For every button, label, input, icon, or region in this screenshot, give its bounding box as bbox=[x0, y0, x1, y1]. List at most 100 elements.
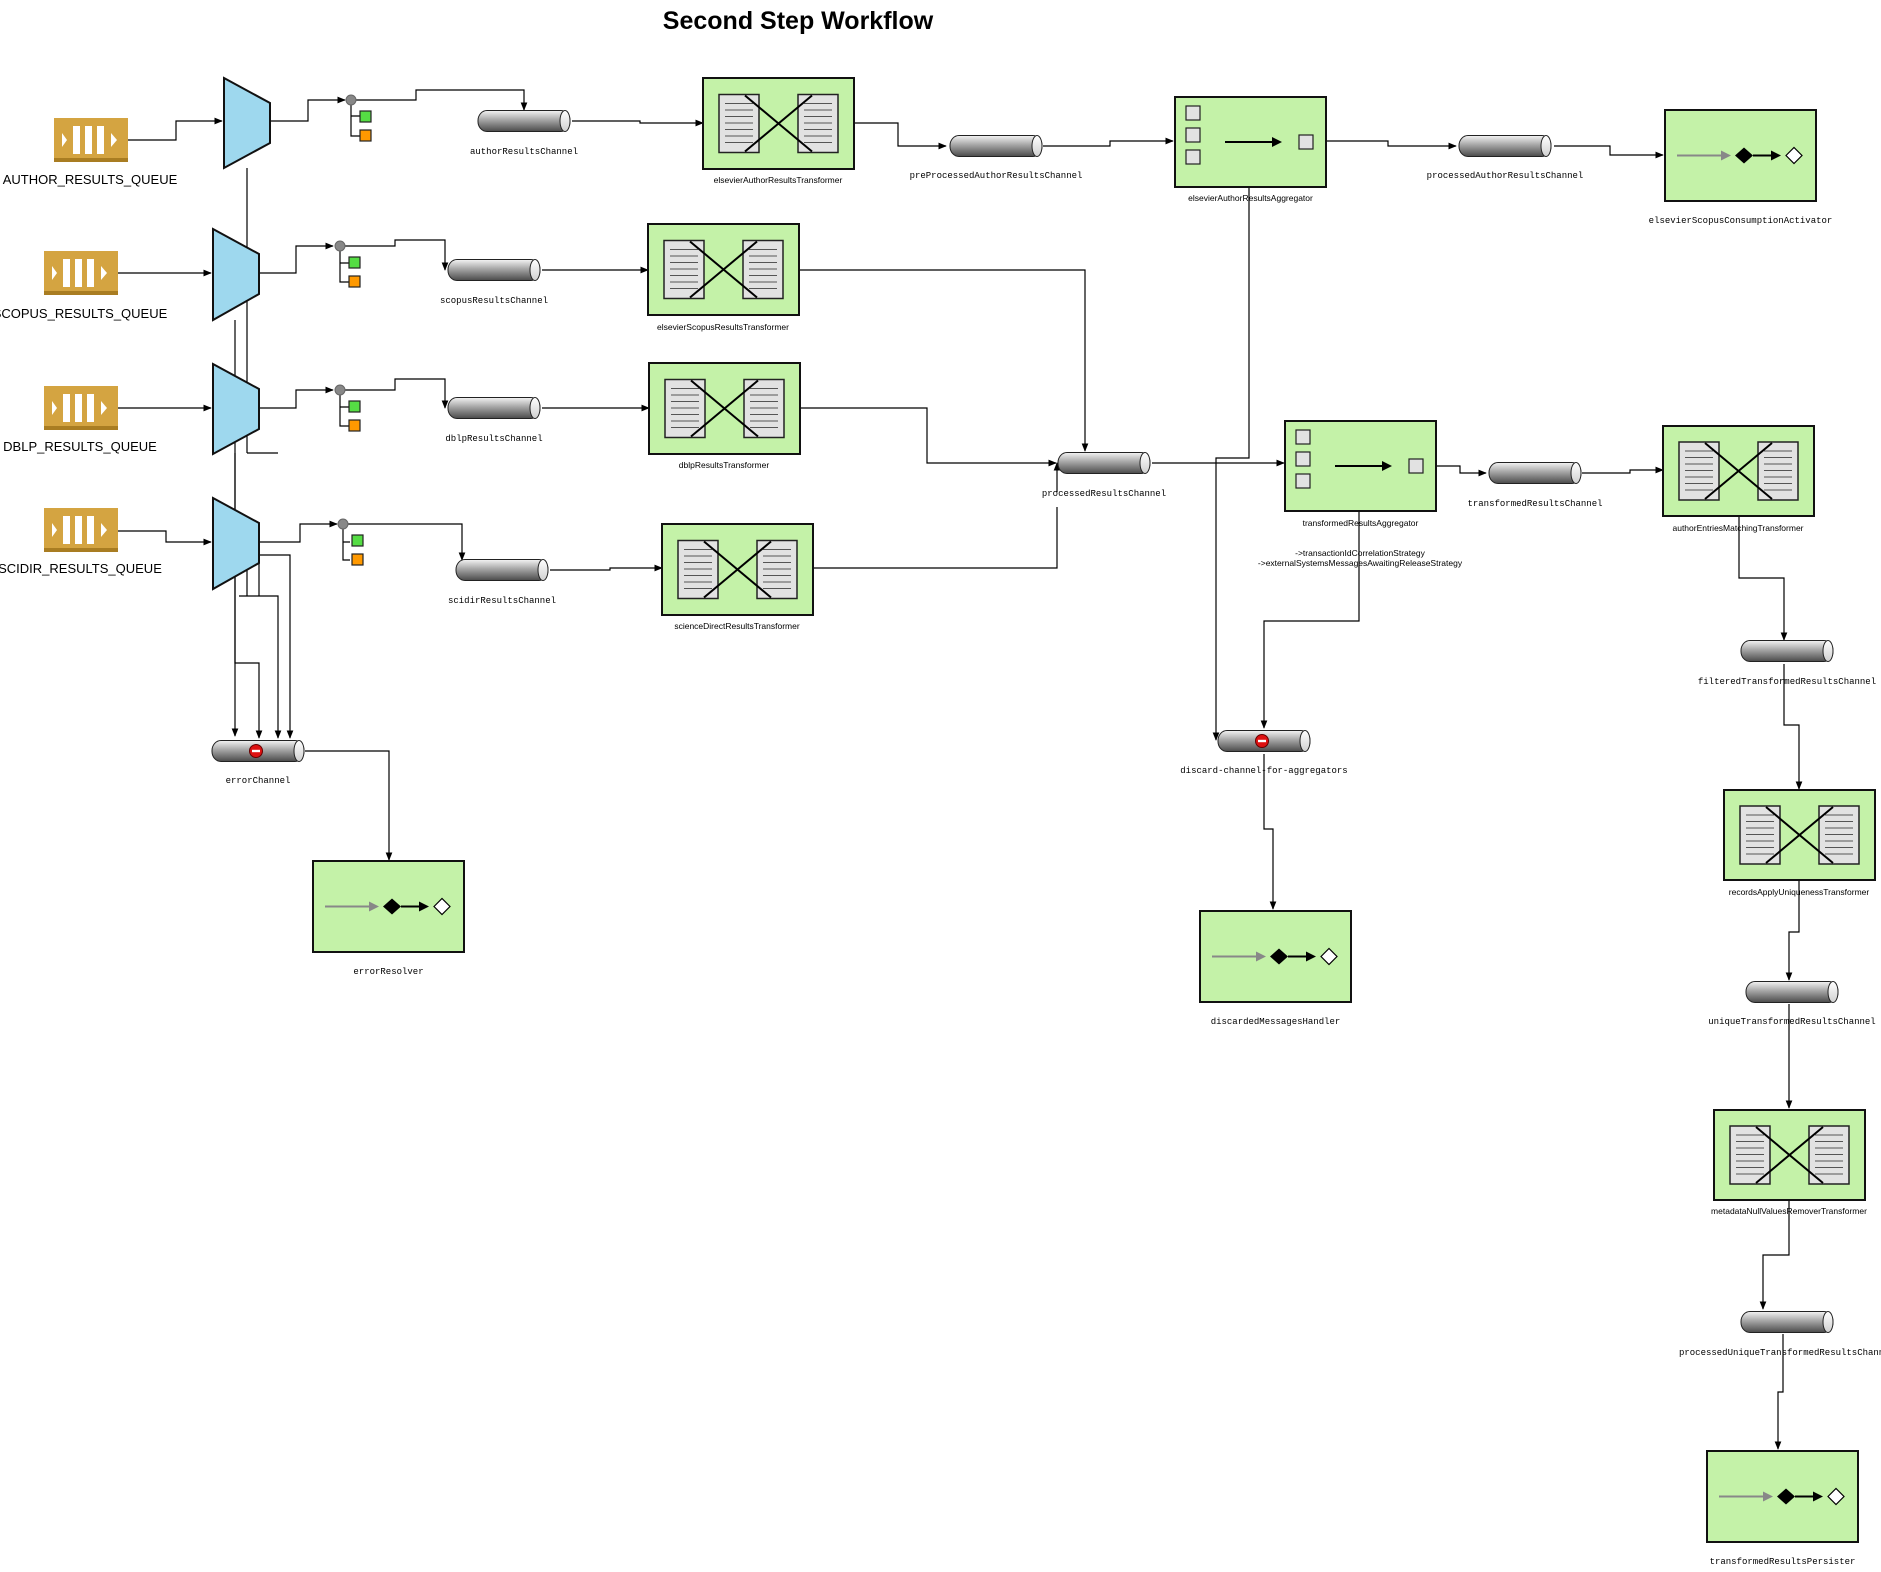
activator-label: discardedMessagesHandler bbox=[1211, 1017, 1341, 1027]
aggregator-note-release: ->externalSystemsMessagesAwaitingRelease… bbox=[1258, 558, 1463, 568]
channel-label: processedAuthorResultsChannel bbox=[1427, 171, 1584, 181]
aggregator-icon bbox=[1295, 429, 1424, 489]
service-activator-icon bbox=[1677, 146, 1803, 165]
transformer-icon bbox=[1678, 441, 1799, 501]
activator-s_error[interactable]: errorResolver bbox=[312, 860, 465, 977]
channel-label: scopusResultsChannel bbox=[440, 296, 548, 306]
channel-label: processedResultsChannel bbox=[1042, 489, 1166, 499]
queue-q1[interactable]: AUTHOR_RESULTS_QUEUE bbox=[3, 118, 178, 187]
channel-ch_dblp[interactable]: dblpResultsChannel bbox=[445, 397, 543, 445]
channel-ch_unique[interactable]: uniqueTransformedResultsChannel bbox=[1708, 981, 1876, 1028]
transformers: elsevierAuthorResultsTransformer elsevier… bbox=[647, 77, 1876, 1216]
router-route-green-icon bbox=[359, 110, 372, 123]
transformer-label: recordsApplyUniquenessTransformer bbox=[1729, 887, 1870, 897]
transformer-t_scopus[interactable]: elsevierScopusResultsTransformer bbox=[647, 223, 800, 332]
queue-label: SCIDIR_RESULTS_QUEUE bbox=[0, 561, 162, 576]
channel-ch_discard[interactable]: discard-channel-for-aggregators bbox=[1180, 730, 1348, 777]
router-4[interactable] bbox=[337, 518, 364, 566]
channel-label: scidirResultsChannel bbox=[448, 596, 556, 606]
router-1[interactable] bbox=[345, 94, 372, 142]
queue-in-arrow-icon bbox=[52, 401, 57, 415]
channel-label: uniqueTransformedResultsChannel bbox=[1708, 1017, 1875, 1027]
service-activators: elsevierScopusConsumptionActivator errorR… bbox=[312, 109, 1859, 1567]
activator-label: errorResolver bbox=[353, 967, 423, 977]
transformer-label: elsevierScopusResultsTransformer bbox=[657, 322, 789, 332]
transformer-t_match[interactable]: authorEntriesMatchingTransformer bbox=[1662, 425, 1815, 533]
aggregator-note-correlation: ->transactionIdCorrelationStrategy bbox=[1295, 548, 1425, 558]
diagram-title: Second Step Workflow bbox=[663, 7, 934, 35]
transformer-icon bbox=[664, 378, 785, 439]
activator-s_consume[interactable]: elsevierScopusConsumptionActivator bbox=[1649, 109, 1833, 226]
aggregators: elsevierAuthorResultsAggregator transform… bbox=[1174, 96, 1437, 528]
router-3[interactable] bbox=[334, 384, 361, 432]
router-route-orange-icon bbox=[359, 129, 372, 142]
channel-ch_scopus[interactable]: scopusResultsChannel bbox=[440, 259, 548, 307]
activator-s_persist[interactable]: transformedResultsPersister bbox=[1706, 1450, 1859, 1567]
channel-label: preProcessedAuthorResultsChannel bbox=[910, 171, 1083, 181]
transformer-t_dblp[interactable]: dblpResultsTransformer bbox=[648, 362, 801, 470]
queue-q3[interactable]: DBLP_RESULTS_QUEUE bbox=[3, 386, 157, 454]
queue-label: AUTHOR_RESULTS_QUEUE bbox=[3, 172, 178, 187]
channel-label: discard-channel-for-aggregators bbox=[1180, 766, 1347, 776]
transformer-t_scidir[interactable]: scienceDirectResultsTransformer bbox=[661, 523, 814, 631]
routers bbox=[334, 94, 372, 566]
transformer-t_nullrem[interactable]: metadataNullValuesRemoverTransformer bbox=[1711, 1109, 1867, 1216]
aggregator-label: elsevierAuthorResultsAggregator bbox=[1188, 193, 1313, 203]
inbound-adapter-scidir[interactable] bbox=[212, 496, 260, 591]
aggregator-icon bbox=[1185, 105, 1314, 165]
channel-label: processedUniqueTransformedResultsChannel bbox=[1679, 1348, 1881, 1358]
queue-label: DBLP_RESULTS_QUEUE bbox=[3, 439, 157, 454]
transformer-icon bbox=[677, 539, 798, 600]
queue-label: SCOPUS_RESULTS_QUEUE bbox=[0, 306, 168, 321]
channel-ch_processed[interactable]: processedResultsChannel bbox=[1042, 452, 1166, 500]
transformer-t_unique[interactable]: recordsApplyUniquenessTransformer bbox=[1723, 789, 1876, 897]
channel-ch_scidir[interactable]: scidirResultsChannel bbox=[448, 559, 556, 607]
transformer-icon bbox=[1729, 1125, 1850, 1185]
queue-in-arrow-icon bbox=[62, 133, 67, 147]
inbound-adapter-scopus[interactable] bbox=[212, 227, 260, 322]
channel-label: filteredTransformedResultsChannel bbox=[1698, 677, 1876, 687]
router-route-orange-icon bbox=[348, 419, 361, 432]
router-route-green-icon bbox=[351, 534, 364, 547]
channel-ch_preproc[interactable]: preProcessedAuthorResultsChannel bbox=[910, 135, 1083, 182]
router-route-orange-icon bbox=[348, 275, 361, 288]
transformer-icon bbox=[663, 239, 784, 300]
queue-q2[interactable]: SCOPUS_RESULTS_QUEUE bbox=[0, 251, 168, 321]
router-route-green-icon bbox=[348, 400, 361, 413]
transformer-t_author[interactable]: elsevierAuthorResultsTransformer bbox=[702, 77, 855, 185]
transformer-label: authorEntriesMatchingTransformer bbox=[1672, 523, 1803, 533]
connections bbox=[118, 89, 1803, 1450]
activator-label: elsevierScopusConsumptionActivator bbox=[1649, 216, 1833, 226]
queue-in-arrow-icon bbox=[52, 266, 57, 280]
router-route-green-icon bbox=[348, 256, 361, 269]
service-activator-icon bbox=[325, 897, 451, 916]
service-activator-icon bbox=[1719, 1487, 1845, 1506]
activator-s_discard[interactable]: discardedMessagesHandler bbox=[1199, 910, 1352, 1027]
router-route-orange-icon bbox=[351, 553, 364, 566]
queues: AUTHOR_RESULTS_QUEUE SCOPUS_RESULTS_QUEUE… bbox=[0, 118, 178, 576]
channel-ch_error[interactable]: errorChannel bbox=[211, 740, 305, 787]
channel-label: transformedResultsChannel bbox=[1467, 499, 1602, 509]
aggregator-a_transformed[interactable]: transformedResultsAggregator bbox=[1284, 420, 1437, 528]
inbound-adapter-dblp[interactable] bbox=[212, 362, 260, 456]
inbound-adapter-author[interactable] bbox=[223, 76, 271, 170]
queue-q4[interactable]: SCIDIR_RESULTS_QUEUE bbox=[0, 508, 162, 576]
router-2[interactable] bbox=[334, 240, 361, 288]
activator-label: transformedResultsPersister bbox=[1710, 1557, 1856, 1567]
channel-ch_procauthor[interactable]: processedAuthorResultsChannel bbox=[1427, 135, 1584, 182]
queue-out-arrow-icon bbox=[101, 523, 107, 537]
channel-ch_transformed[interactable]: transformedResultsChannel bbox=[1467, 462, 1603, 510]
transformer-label: metadataNullValuesRemoverTransformer bbox=[1711, 1206, 1867, 1216]
queue-out-arrow-icon bbox=[101, 401, 107, 415]
transformer-label: dblpResultsTransformer bbox=[679, 460, 770, 470]
channel-ch_filtered[interactable]: filteredTransformedResultsChannel bbox=[1698, 640, 1876, 688]
service-activator-icon bbox=[1212, 947, 1338, 966]
transformer-icon bbox=[1739, 805, 1860, 865]
transformer-icon bbox=[718, 93, 839, 154]
channel-label: dblpResultsChannel bbox=[445, 434, 542, 444]
aggregator-label: transformedResultsAggregator bbox=[1303, 518, 1419, 528]
inbound-adapters bbox=[212, 76, 271, 591]
aggregator-a_author[interactable]: elsevierAuthorResultsAggregator bbox=[1174, 96, 1327, 203]
channel-ch_author[interactable]: authorResultsChannel bbox=[470, 110, 578, 158]
channel-ch_procunique[interactable]: processedUniqueTransformedResultsChannel bbox=[1679, 1311, 1881, 1359]
